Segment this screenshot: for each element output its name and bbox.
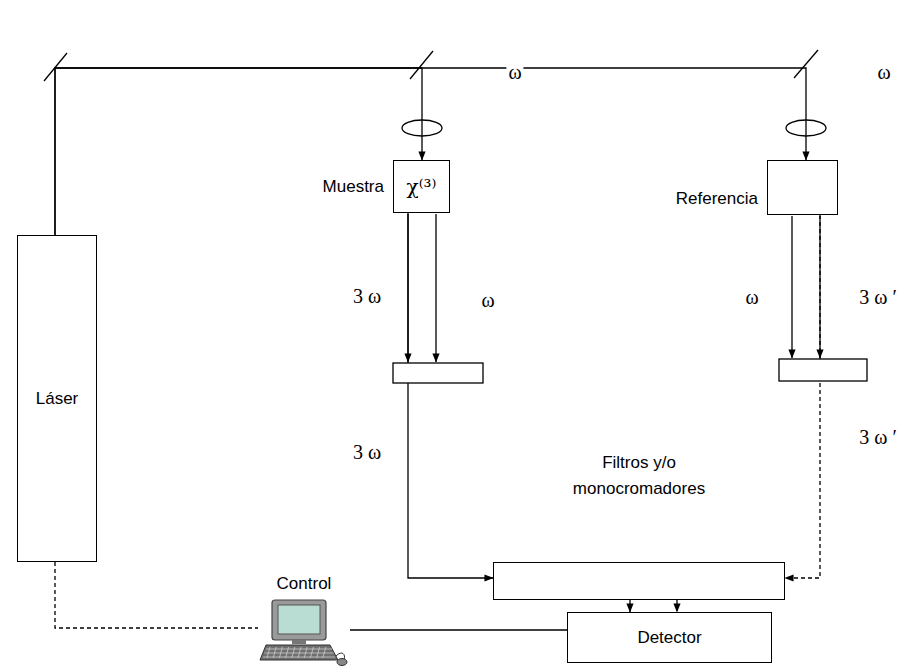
- frequency-label: 3 ω ′: [857, 286, 899, 308]
- beam-connector: [408, 213, 493, 578]
- mirror: [44, 53, 67, 81]
- filter-plate: [779, 359, 867, 381]
- node-title: Detector: [637, 627, 701, 647]
- beam-connector: [350, 629, 567, 630]
- frequency-label: 3 ω ′: [857, 426, 899, 448]
- node-symbol: χ⁽³⁾: [407, 175, 437, 199]
- frequency-label: ω: [743, 286, 760, 308]
- reference-box: Referencia: [767, 160, 838, 215]
- frequency-label: ω: [479, 289, 496, 311]
- filter-plate: [393, 363, 483, 383]
- beam: [791, 216, 792, 358]
- beam-connector: [629, 600, 630, 612]
- beam: [819, 216, 820, 358]
- node-heading: Muestra: [323, 176, 384, 196]
- beam: [407, 214, 408, 362]
- node-heading: Filtros y/o monocromadores: [564, 450, 714, 501]
- beam-connector: [55, 68, 806, 235]
- node-heading: Referencia: [676, 188, 758, 208]
- lens: [786, 120, 826, 136]
- sample-box: Muestraχ⁽³⁾: [393, 160, 450, 213]
- frequency-label: ω: [875, 61, 892, 83]
- detector-box: Detector: [567, 612, 772, 663]
- dashed-connector: [55, 562, 258, 628]
- beam: [435, 214, 436, 362]
- laser-box: Láser: [17, 235, 97, 562]
- frequency-label: 3 ω: [351, 441, 383, 463]
- node-heading: Control: [277, 574, 332, 594]
- node-title: Láser: [36, 388, 79, 408]
- frequency-label: 3 ω: [351, 285, 383, 307]
- control-computer: Control: [258, 574, 350, 666]
- dashed-connector: [785, 215, 820, 578]
- mirror: [794, 50, 818, 78]
- mirror: [410, 51, 433, 79]
- lens: [402, 120, 442, 136]
- frequency-label: ω: [506, 61, 523, 83]
- dashed-connector: [676, 600, 677, 612]
- beam-connector: [55, 68, 422, 235]
- monochromator-box: Filtros y/o monocromadores: [493, 562, 785, 600]
